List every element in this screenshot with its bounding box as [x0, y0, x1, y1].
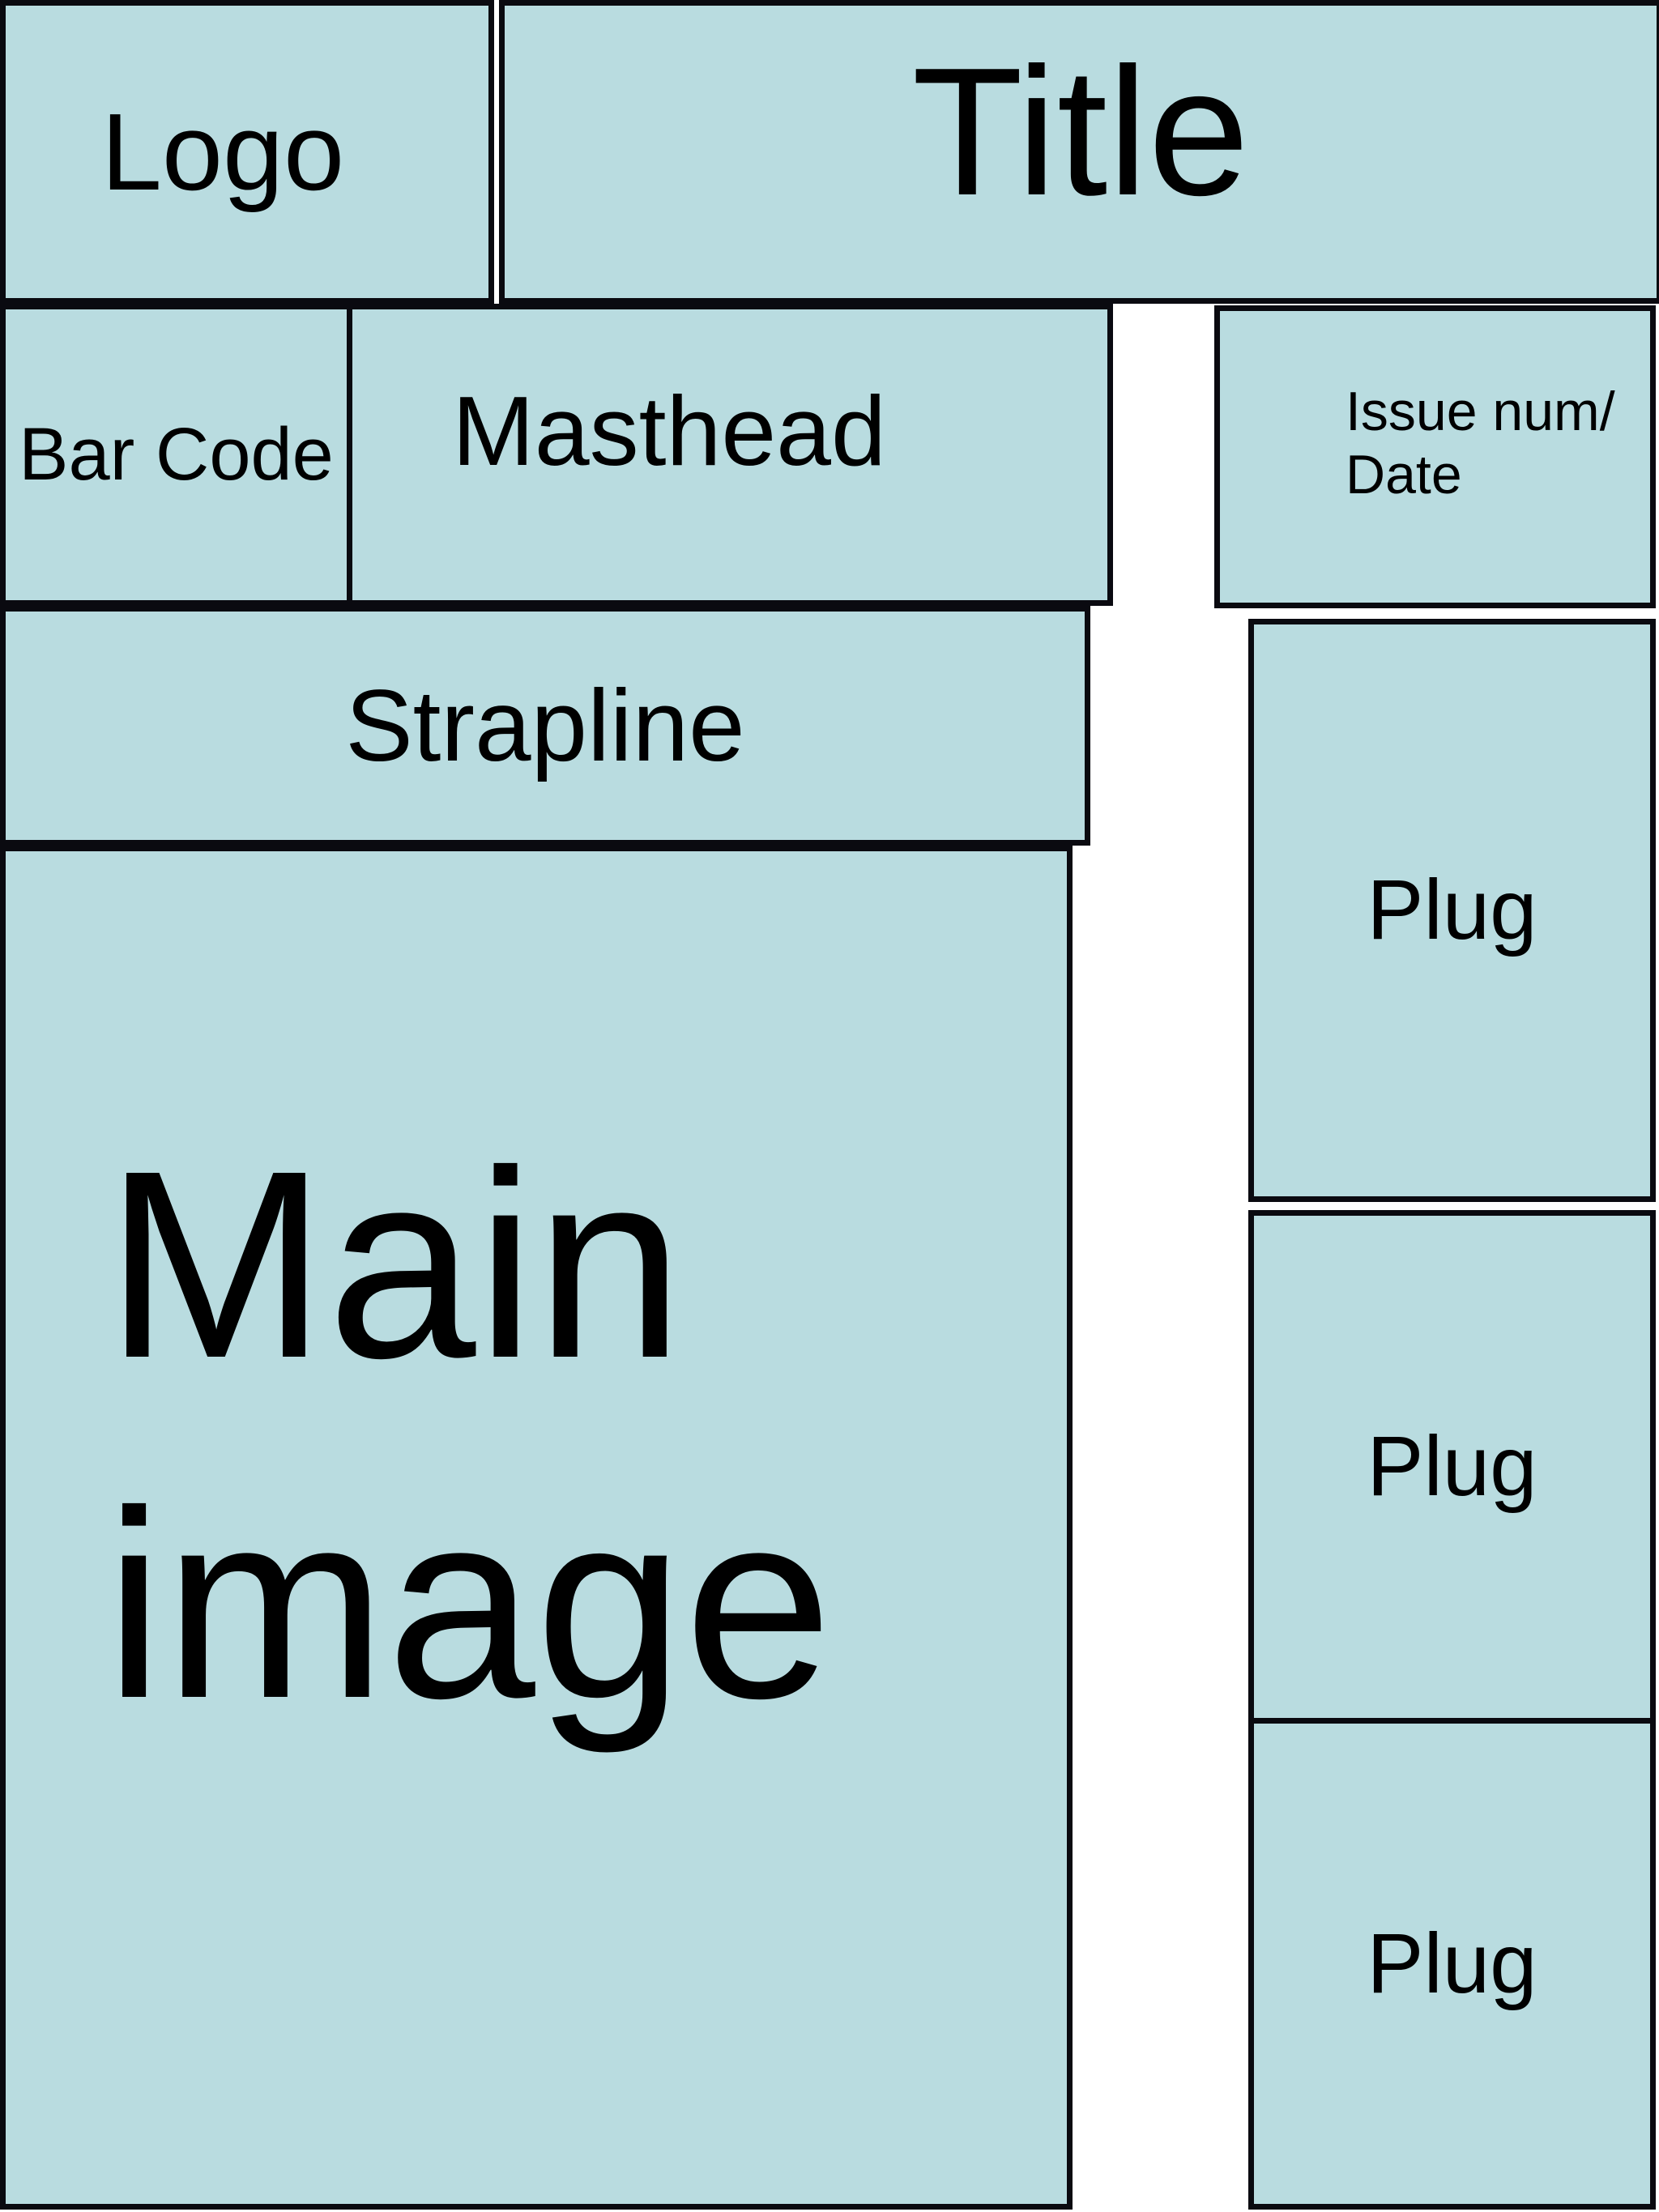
logo-box: Logo: [0, 0, 494, 304]
plug-label-1: Plug: [1367, 863, 1537, 957]
plug-box-1: Plug: [1248, 619, 1656, 1202]
bar-code-box: Bar Code: [0, 304, 352, 606]
issue-number-date-box: Issue num/ Date: [1214, 305, 1656, 608]
masthead-box: Masthead: [347, 304, 1113, 606]
plug-label-3: Plug: [1367, 1916, 1537, 2011]
title-box: Title: [499, 0, 1659, 304]
plug-box-3: Plug: [1248, 1718, 1656, 2210]
title-label: Title: [911, 29, 1250, 233]
strapline-label: Strapline: [345, 669, 745, 782]
logo-label: Logo: [100, 91, 345, 213]
main-image-label: Main image: [104, 1115, 833, 1754]
bar-code-label: Bar Code: [19, 413, 334, 496]
issue-number-date-label: Issue num/ Date: [1346, 381, 1615, 506]
plug-box-2: Plug: [1248, 1210, 1656, 1724]
masthead-label: Masthead: [452, 375, 886, 486]
main-image-box: Main image: [0, 846, 1073, 2210]
strapline-box: Strapline: [0, 606, 1090, 846]
plug-label-2: Plug: [1367, 1419, 1537, 1514]
